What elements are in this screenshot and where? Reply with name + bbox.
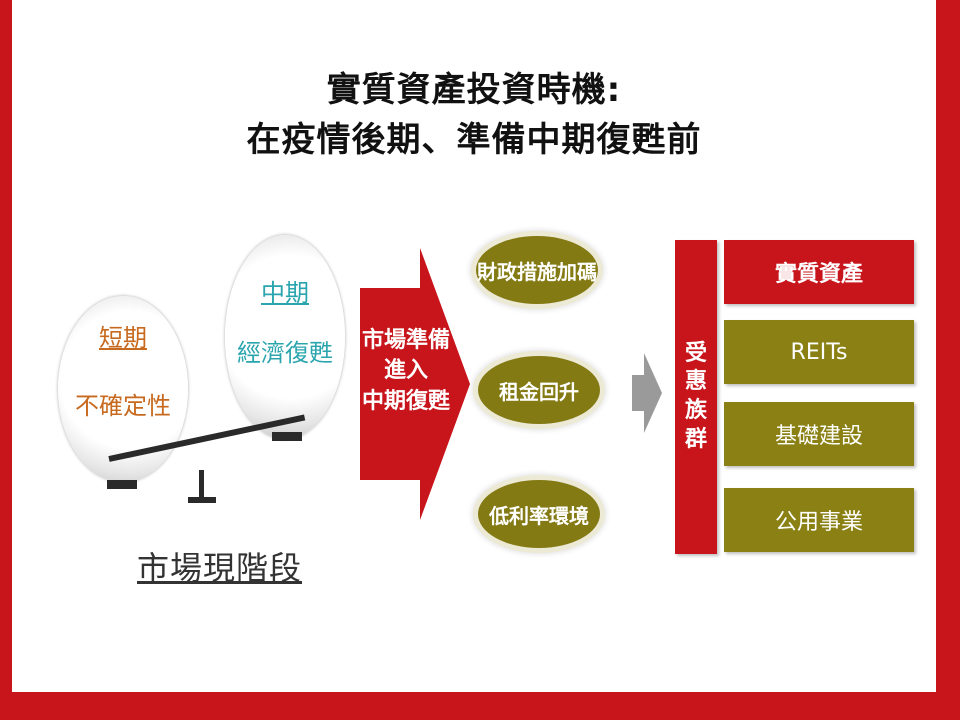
grey-right-arrow-icon	[632, 353, 662, 433]
beneficiary-line-1: 受惠	[684, 340, 707, 395]
sector-utilities: 公用事業	[724, 488, 914, 552]
arrow-text-line-2: 進入	[383, 358, 428, 384]
market-transition-text: 市場準備 進入 中期復甦	[360, 326, 452, 417]
factor-fiscal-stimulus: 財政措施加碼	[476, 236, 598, 304]
slide-title-line-2: 在疫情後期、準備中期復甦前	[246, 120, 702, 160]
arrow-text-line-3: 中期復甦	[361, 388, 450, 414]
short-term-uncertainty-ball: 短期 不確定性	[58, 296, 188, 482]
sector-real-assets: 實質資產	[724, 240, 914, 304]
arrow-text-line-1: 市場準備	[361, 328, 450, 353]
big-right-arrow-icon	[360, 248, 470, 520]
left-ball-line-1: 短期	[99, 324, 147, 352]
seesaw-base	[188, 497, 216, 503]
slide-title-line-1: 實質資產投資時機:	[326, 70, 622, 110]
factor-rent-recovery: 租金回升	[478, 356, 600, 424]
factor-low-rate: 低利率環境	[478, 480, 600, 548]
sector-infrastructure: 基礎建設	[724, 402, 914, 466]
mid-term-recovery-ball: 中期 經濟復甦	[225, 235, 345, 439]
seesaw-left-pad	[107, 480, 137, 489]
beneficiary-group-label: 受惠 族群	[675, 240, 717, 554]
right-ball-line-1: 中期	[261, 279, 309, 307]
sector-reits: REITs	[724, 320, 914, 384]
slide-canvas: 實質資產投資時機: 在疫情後期、準備中期復甦前 短期 不確定性 中期 經濟復甦 …	[12, 0, 936, 692]
seesaw-fulcrum	[199, 470, 204, 500]
seesaw-right-pad	[272, 432, 302, 441]
left-ball-line-2: 不確定性	[75, 392, 171, 420]
right-ball-line-2: 經濟復甦	[237, 339, 333, 367]
market-stage-label: 市場現階段	[137, 549, 303, 587]
beneficiary-line-2: 族群	[684, 398, 707, 452]
